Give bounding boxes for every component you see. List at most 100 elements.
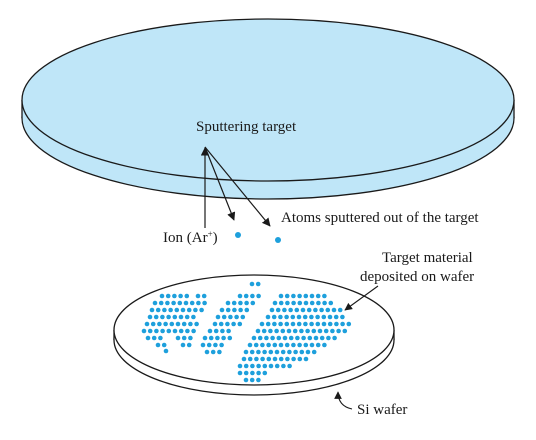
deposited-atom [321,321,327,327]
deposited-atom [243,363,249,369]
deposited-atom [295,335,300,341]
deposited-atom [244,300,249,306]
deposited-atom [212,321,218,327]
deposited-atom [158,300,164,306]
deposited-atom [147,328,153,334]
deposited-atom [319,307,324,313]
deposited-atom [285,356,290,362]
deposited-atom [331,307,337,313]
deposited-atom [231,300,237,306]
deposited-atom [336,328,341,334]
deposited-atom [296,314,302,320]
deposited-atom [237,363,243,369]
deposited-atom [237,321,243,327]
deposited-atom [259,321,265,327]
deposited-atom [247,356,253,362]
deposited-atom [323,328,329,334]
deposited-atom [225,300,231,306]
deposited-atom [265,314,271,320]
deposited-atom [141,328,147,334]
deposited-atom [231,321,236,327]
deposited-atom [268,349,274,355]
deposited-atom [147,314,153,320]
deposited-atom [208,335,214,341]
deposited-atom [215,314,221,320]
deposited-atom [157,321,162,327]
deposited-atom [321,314,327,320]
si-wafer-label: Si wafer [357,402,407,418]
deposited-atom [269,307,275,313]
si-wafer [113,274,395,396]
deposited-atom [297,293,302,299]
deposited-atom [309,342,315,348]
deposited-atom [169,321,175,327]
deposited-atom [327,314,333,320]
deposited-atom [188,335,193,341]
deposited-atom [220,328,225,334]
deposited-atom [163,348,169,354]
deposited-atom [145,335,151,341]
deposited-atom [186,342,192,348]
sputtered-atom [235,232,241,238]
deposited-atom [282,335,288,341]
deposited-atom [171,300,176,306]
deposited-leader-line [344,285,379,311]
deposited-atom [309,314,314,320]
deposited-atom [249,377,255,383]
deposited-atom [193,307,198,313]
deposited-atom [180,342,186,348]
deposited-atom [346,321,352,327]
deposited-atom [293,349,298,355]
deposited-atom [172,293,177,299]
deposited-atom [225,321,230,327]
deposited-atom [204,349,210,355]
deposited-atom [325,307,331,313]
deposited-atom [243,349,249,355]
deposited-atom [189,300,195,306]
deposited-atom [152,300,158,306]
deposited-atom [291,356,296,362]
deposited-atom [276,335,282,341]
deposited-atom [313,335,319,341]
ion-label-text: Ion (Ar [163,230,208,246]
deposited-atom [302,314,308,320]
target-disk-top [21,18,515,182]
deposited-atom [309,321,314,327]
deposited-atom [163,321,168,327]
deposited-atom [315,293,321,299]
deposited-atom [274,349,280,355]
deposited-atom [305,328,310,334]
deposited-atom [221,335,226,341]
deposited-atom [317,328,323,334]
sputtering-target-label: Sputtering target [196,119,297,135]
deposited-atom [297,300,303,306]
deposited-atom [280,328,286,334]
deposited-atom [150,321,156,327]
deposited-atom [250,370,255,376]
deposited-atom [154,328,159,334]
atom-arrow-1 [204,146,236,221]
deposited-atom [315,342,321,348]
deposited-atom [305,349,311,355]
deposited-atom [177,300,183,306]
deposited-atom [299,328,304,334]
ion-charge: + [208,229,213,239]
deposited-atom [315,314,320,320]
deposited-atom [272,300,278,306]
deposited-atom [155,307,161,313]
deposited-atom [165,300,170,306]
deposited-atom [322,293,327,299]
deposited-atom [286,328,292,334]
deposited-atom [262,349,267,355]
deposited-atom [262,370,268,376]
deposited-atom [303,300,309,306]
deposited-atom [262,363,268,369]
deposited-atom [288,307,293,313]
deposited-atom [180,307,186,313]
deposited-atom [256,377,261,383]
deposited-atom [296,321,302,327]
deposited-atom [238,300,243,306]
sputtered-atom [275,237,281,243]
deposited-atom [278,293,284,299]
